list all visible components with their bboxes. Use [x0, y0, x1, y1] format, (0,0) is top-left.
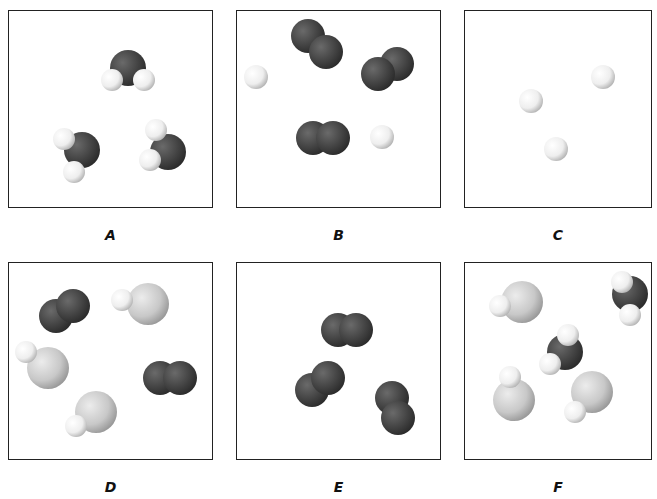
diatomic-molecules: [295, 313, 415, 435]
panel-label: C: [465, 227, 651, 243]
single-atoms: [519, 65, 615, 161]
panel-label: B: [237, 227, 440, 243]
molecule-panel: C: [464, 10, 652, 208]
panel-label: D: [9, 479, 212, 495]
molecule-panel: D: [8, 262, 213, 460]
panel-label: F: [465, 479, 651, 495]
molecule-panel: F: [464, 262, 652, 460]
product-molecules: [489, 271, 648, 423]
diatomic-molecules: [244, 19, 414, 155]
molecule-panel: E: [236, 262, 441, 460]
molecule-panel: A: [8, 10, 213, 208]
panel-label: A: [9, 227, 212, 243]
water-molecules: [53, 50, 186, 183]
molecule-panel: B: [236, 10, 441, 208]
panel-label: E: [237, 479, 440, 495]
mixed-molecules: [15, 283, 197, 437]
